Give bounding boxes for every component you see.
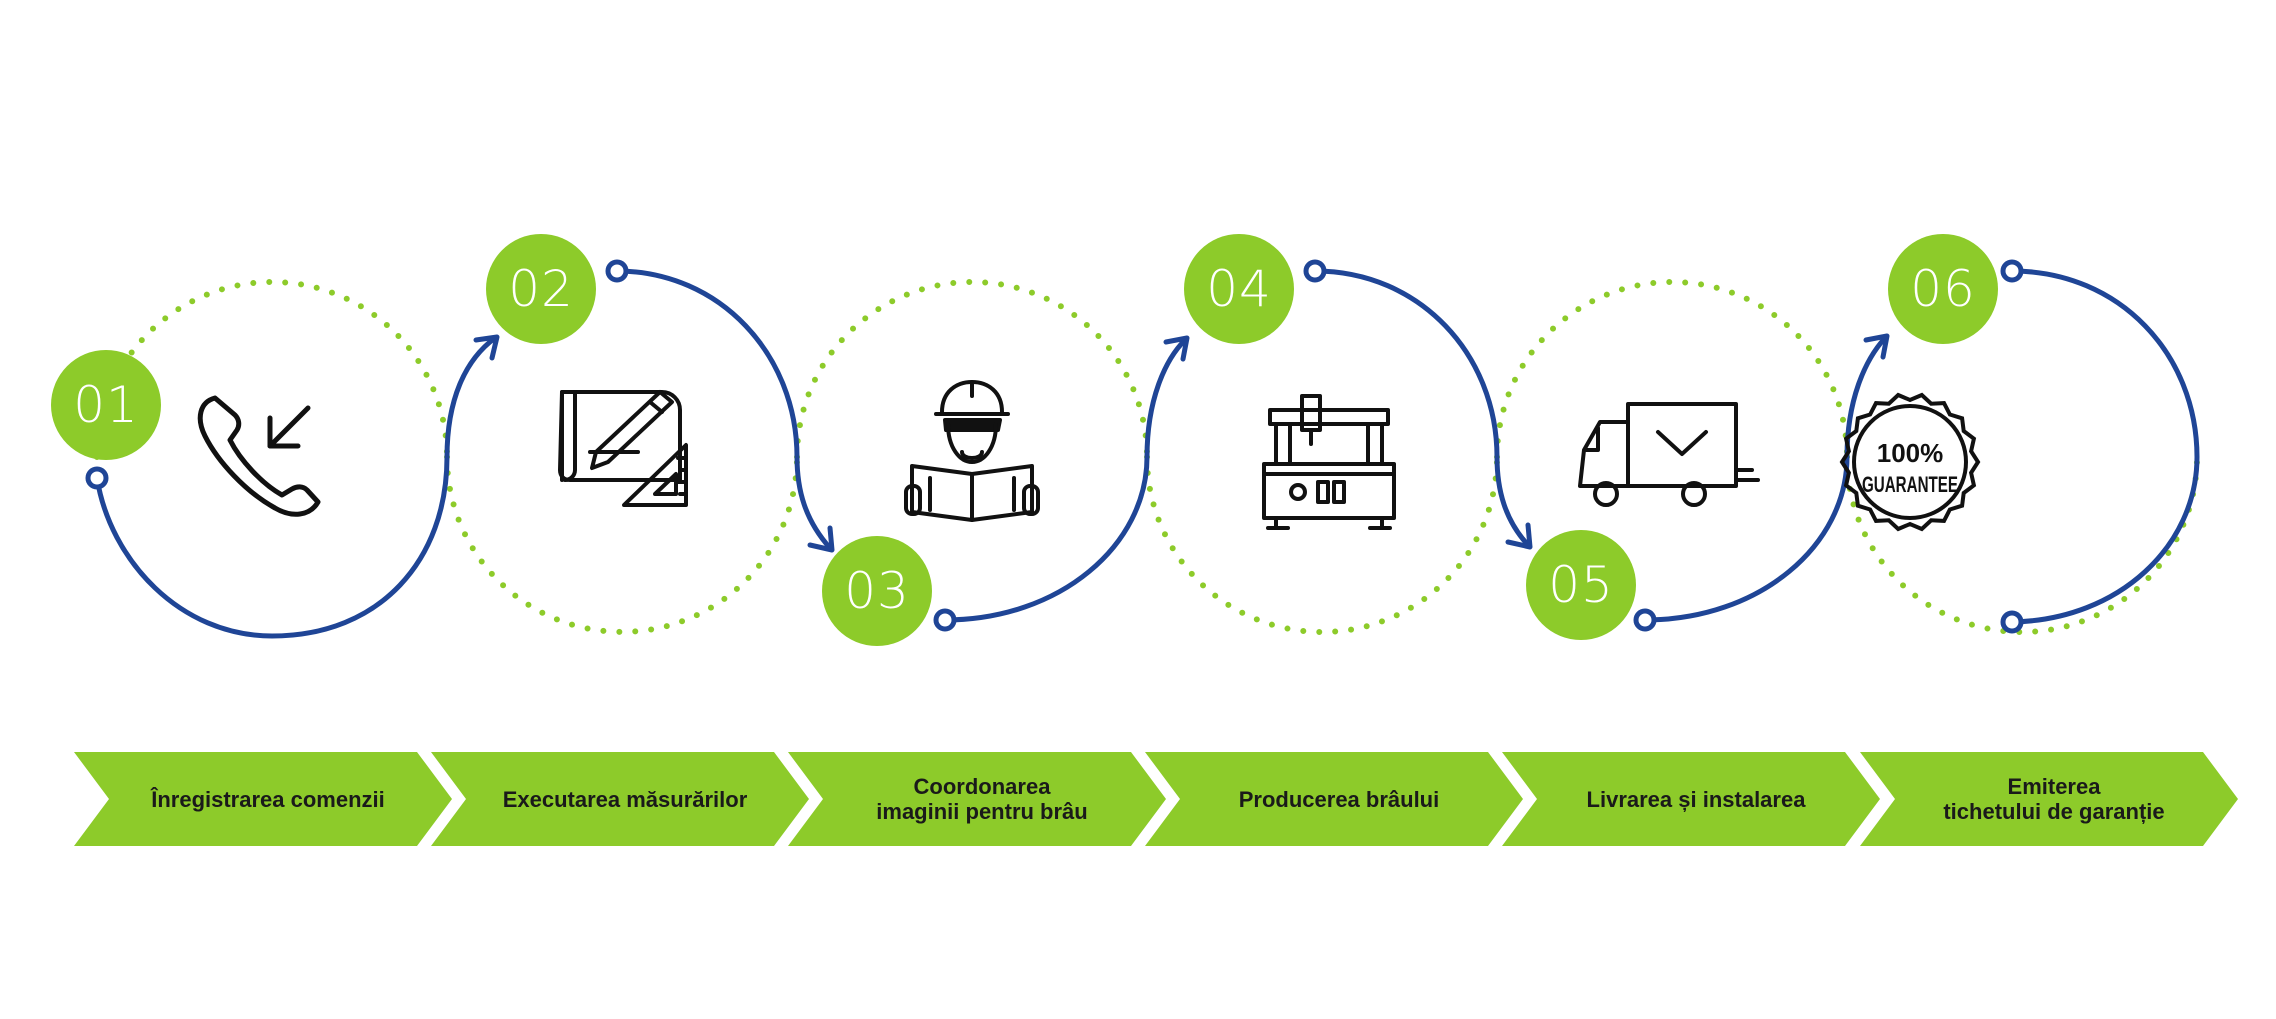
dotted-arc-5 <box>1494 279 1850 460</box>
arrowhead-4 <box>1505 522 1533 550</box>
step-chevron-03: Coordonarea imaginii pentru brâu <box>788 752 1166 846</box>
dotted-arc-4 <box>1144 454 1500 635</box>
node-ring-1 <box>85 466 109 490</box>
flow-arc-5 <box>1642 335 1888 623</box>
step-label: Executarea măsurărilor <box>502 786 748 812</box>
guarantee-seal-icon: 100% GUARANTEE <box>1839 392 1981 532</box>
step-badge-03: 03 <box>822 536 932 646</box>
step-label: Coordonarea imaginii pentru brâu <box>876 774 1088 824</box>
node-ring-5 <box>1633 608 1657 632</box>
dotted-arc-1 <box>94 279 450 460</box>
step-label-row: Înregistrarea comenzii Executarea măsură… <box>74 752 2238 846</box>
step-chevron-01: Înregistrarea comenzii <box>74 752 452 846</box>
dotted-arc-2 <box>444 454 800 635</box>
step-number: 03 <box>844 562 910 620</box>
step-chevron-05: Livrarea și instalarea <box>1502 752 1880 846</box>
guarantee-seal-line2: GUARANTEE <box>1862 472 1958 497</box>
node-ring-4 <box>1303 259 1327 283</box>
incoming-call-icon <box>197 395 321 517</box>
step-number: 06 <box>1910 260 1976 318</box>
arrowhead-2 <box>807 525 835 553</box>
blueprint-pencil-icon <box>558 390 688 507</box>
step-label: Livrarea și instalarea <box>1586 786 1806 812</box>
step-label: Emiterea tichetului de garanție <box>1943 774 2165 824</box>
dotted-arc-6 <box>1844 454 2200 635</box>
flow-arc-3 <box>942 337 1188 623</box>
step-number: 01 <box>73 376 139 434</box>
step-chevron-04: Producerea brâului <box>1145 752 1523 846</box>
flow-arc-2 <box>614 268 833 551</box>
arrowhead-1 <box>473 334 500 361</box>
node-ring-3 <box>933 608 957 632</box>
node-ring-6a <box>2000 259 2024 283</box>
step-label: Înregistrarea comenzii <box>151 786 385 812</box>
guarantee-seal-line1: 100% <box>1877 438 1944 468</box>
dotted-arc-3 <box>794 279 1150 460</box>
delivery-truck-icon <box>1578 402 1760 507</box>
step-badge-05: 05 <box>1526 530 1636 640</box>
node-ring-6b <box>2000 610 2024 634</box>
engineer-plan-icon <box>904 380 1040 522</box>
node-ring-2 <box>605 259 629 283</box>
flow-arc-1 <box>94 335 498 639</box>
step-number: 02 <box>508 260 574 318</box>
step-chevron-06: Emiterea tichetului de garanție <box>1860 752 2238 846</box>
step-label: Producerea brâului <box>1238 786 1440 812</box>
arrowhead-5 <box>1863 333 1890 360</box>
step-badge-02: 02 <box>486 234 596 344</box>
step-badge-01: 01 <box>51 350 161 460</box>
cnc-machine-icon <box>1262 394 1396 530</box>
step-number: 04 <box>1206 260 1272 318</box>
step-chevron-02: Executarea măsurărilor <box>431 752 809 846</box>
flow-arc-6 <box>2009 268 2200 625</box>
arrowhead-3 <box>1163 335 1190 362</box>
step-badge-06: 06 <box>1888 234 1998 344</box>
flow-arc-4 <box>1312 268 1531 548</box>
step-badge-04: 04 <box>1184 234 1294 344</box>
step-number: 05 <box>1548 556 1614 614</box>
